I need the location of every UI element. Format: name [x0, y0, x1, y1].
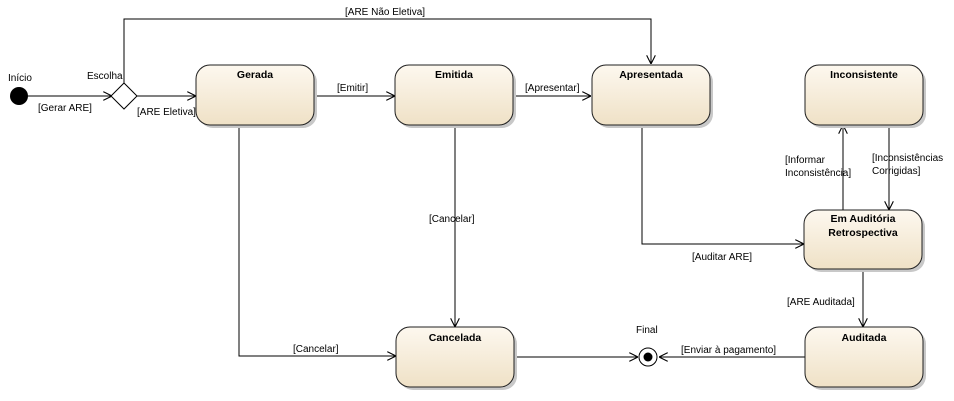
label-emitir: [Emitir]: [337, 83, 368, 94]
state-emitida[interactable]: Emitida: [394, 64, 516, 128]
state-auditada-title: Auditada: [842, 332, 887, 344]
label-corrigidas-line2: Corrigidas]: [872, 166, 921, 177]
edge-cancelar-gerada: [238, 125, 396, 356]
state-em-auditoria-title-line2: Retrospectiva: [828, 227, 898, 239]
label-apresentar: [Apresentar]: [525, 83, 580, 94]
label-cancelar-gerada: [Cancelar]: [293, 344, 339, 355]
state-auditada[interactable]: Auditada: [804, 326, 926, 390]
state-apresentada-title: Apresentada: [619, 69, 683, 81]
state-cancelada[interactable]: Cancelada: [395, 326, 517, 390]
edge-auditar-are: [641, 125, 804, 244]
state-cancelada-title: Cancelada: [429, 332, 482, 344]
state-apresentada[interactable]: Apresentada: [591, 64, 713, 128]
label-enviar-pagamento: [Enviar à pagamento]: [681, 345, 776, 356]
final-node[interactable]: [638, 347, 658, 367]
label-are-nao-eletiva: [ARE Não Eletiva]: [345, 7, 425, 18]
initial-node[interactable]: [10, 87, 28, 105]
state-inconsistente[interactable]: Inconsistente: [804, 64, 926, 128]
initial-node-label: Início: [8, 73, 32, 84]
label-informar-line1: [Informar: [785, 155, 826, 166]
label-auditar-are: [Auditar ARE]: [692, 252, 752, 263]
final-node-label: Final: [636, 325, 658, 336]
state-emitida-title: Emitida: [435, 69, 473, 81]
label-are-auditada: [ARE Auditada]: [787, 297, 855, 308]
choice-node[interactable]: [110, 82, 138, 110]
state-em-auditoria-title-line1: Em Auditória: [831, 213, 896, 225]
label-gerar-are: [Gerar ARE]: [38, 103, 92, 114]
edge-are-nao-eletiva: [123, 18, 651, 83]
label-cancelar-emitida: [Cancelar]: [429, 214, 475, 225]
label-are-eletiva: [ARE Eletiva]: [137, 107, 196, 118]
choice-node-label: Escolha: [87, 71, 123, 82]
state-gerada-title: Gerada: [237, 69, 273, 81]
label-corrigidas-line1: [Inconsistências: [872, 153, 943, 164]
state-inconsistente-title: Inconsistente: [830, 69, 898, 81]
state-em-auditoria-retrospectiva[interactable]: Em Auditória Retrospectiva: [803, 209, 925, 272]
label-informar-line2: Inconsistência]: [785, 168, 851, 179]
state-gerada[interactable]: Gerada: [195, 64, 317, 128]
